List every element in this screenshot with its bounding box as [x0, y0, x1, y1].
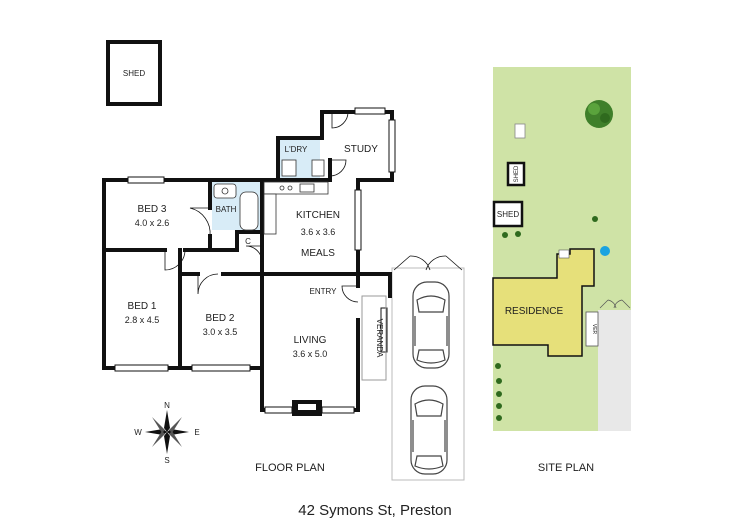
kitchen-label: KITCHEN: [296, 210, 340, 221]
compass-w: W: [134, 428, 142, 437]
site-residence-label: RESIDENCE: [505, 306, 564, 317]
bed1-label: BED 1: [128, 301, 157, 312]
bed2-dims: 3.0 x 3.5: [203, 327, 238, 337]
bath-label: BATH: [216, 205, 237, 214]
living-dims: 3.6 x 5.0: [293, 349, 328, 359]
bed2-label: BED 2: [206, 313, 235, 324]
bed3-dims: 4.0 x 2.6: [135, 218, 170, 228]
veranda-label: VERANDA: [375, 319, 384, 358]
kitchen-benches: [263, 181, 329, 235]
site-gates: [599, 299, 631, 309]
cupboard-label: C: [245, 237, 251, 246]
site-shed: [492, 200, 524, 228]
bed1-dims: 2.8 x 4.5: [125, 315, 160, 325]
house-walls: [102, 110, 394, 412]
site-ver-label: VER: [591, 324, 597, 335]
basin: [213, 183, 237, 199]
car-bottom-icon: [410, 385, 448, 475]
bed3-label: BED 3: [138, 204, 167, 215]
door-swings: [164, 111, 463, 303]
shed-outline: [106, 40, 162, 106]
meals-label: MEALS: [301, 248, 335, 259]
water-tank-icon: [600, 246, 610, 256]
study-label: STUDY: [344, 144, 378, 155]
compass-s: S: [164, 456, 169, 465]
driveway: [391, 267, 465, 481]
washing-machine: [281, 159, 297, 177]
site-residence: [492, 248, 595, 357]
living-label: LIVING: [294, 335, 327, 346]
property-address: 42 Symons St, Preston: [298, 502, 452, 519]
laundry-label: L'DRY: [285, 145, 308, 154]
floor-plan-title: FLOOR PLAN: [255, 462, 325, 474]
shrub-icons: [495, 216, 598, 421]
site-small-structure: [514, 123, 526, 139]
fireplace: [292, 400, 322, 416]
entry-label: ENTRY: [310, 287, 338, 296]
tree-icon: [585, 100, 613, 128]
site-veranda: [585, 311, 599, 347]
shed-label: SHED: [123, 69, 145, 78]
compass-rose-icon: [145, 410, 189, 454]
laundry-trough: [311, 159, 325, 177]
site-driveway: [598, 310, 631, 431]
compass-n: N: [164, 401, 170, 410]
site-shed-small-label: SHED: [514, 165, 520, 182]
site-shed-label: SHED: [497, 210, 519, 219]
veranda-area: [361, 295, 387, 381]
site-plan-title: SITE PLAN: [538, 462, 594, 474]
car-top-icon: [412, 281, 450, 369]
site-shed-small: [506, 161, 526, 187]
compass-e: E: [194, 428, 199, 437]
kitchen-dims: 3.6 x 3.6: [301, 227, 336, 237]
bathtub: [239, 191, 259, 231]
